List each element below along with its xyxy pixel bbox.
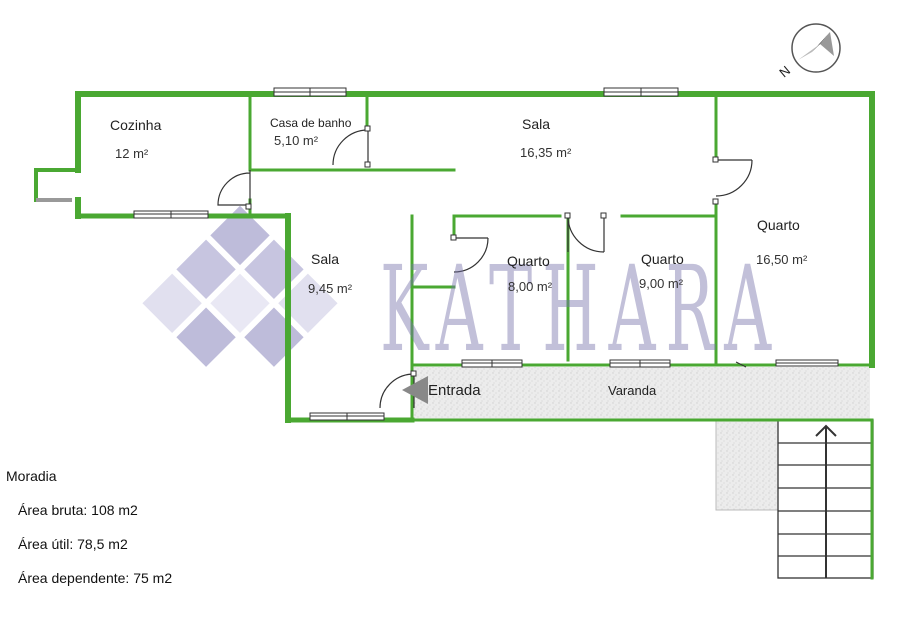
gross-area: Área bruta: 108 m2 (18, 502, 138, 518)
door-hinges (245, 125, 719, 377)
dependent-area: Área dependente: 75 m2 (18, 570, 173, 586)
quarto-right-area: 16,50 m² (756, 252, 808, 267)
compass-icon (791, 23, 841, 73)
sala-main-area: 16,35 m² (520, 145, 572, 160)
veranda-floor (412, 367, 870, 419)
casa-banho-name: Casa de banho (270, 116, 352, 130)
watermark-logo (142, 205, 338, 367)
quarto-2-area: 9,00 m² (639, 276, 684, 291)
stairs (777, 419, 874, 579)
sala-main-name: Sala (522, 116, 551, 132)
useful-area: Área útil: 78,5 m2 (18, 536, 128, 552)
casa-banho-area: 5,10 m² (274, 133, 319, 148)
sala-left-name: Sala (311, 251, 340, 267)
quarto-right-name: Quarto (757, 217, 800, 233)
windows (133, 87, 839, 421)
walls (34, 91, 875, 580)
entrance-label: Entrada (428, 382, 481, 399)
doors (217, 129, 753, 409)
watermark-text: KATHARA (380, 240, 781, 378)
sala-left-area: 9,45 m² (308, 281, 353, 296)
quarto-1-area: 8,00 m² (508, 279, 553, 294)
quarto-1-name: Quarto (507, 253, 550, 269)
entrance-arrow-icon (402, 376, 428, 404)
summary-title: Moradia (6, 468, 57, 484)
cozinha-area: 12 m² (115, 146, 149, 161)
veranda-label: Varanda (608, 383, 657, 398)
quarto-2-name: Quarto (641, 251, 684, 267)
cozinha-name: Cozinha (110, 117, 162, 133)
landing-floor (715, 419, 779, 511)
